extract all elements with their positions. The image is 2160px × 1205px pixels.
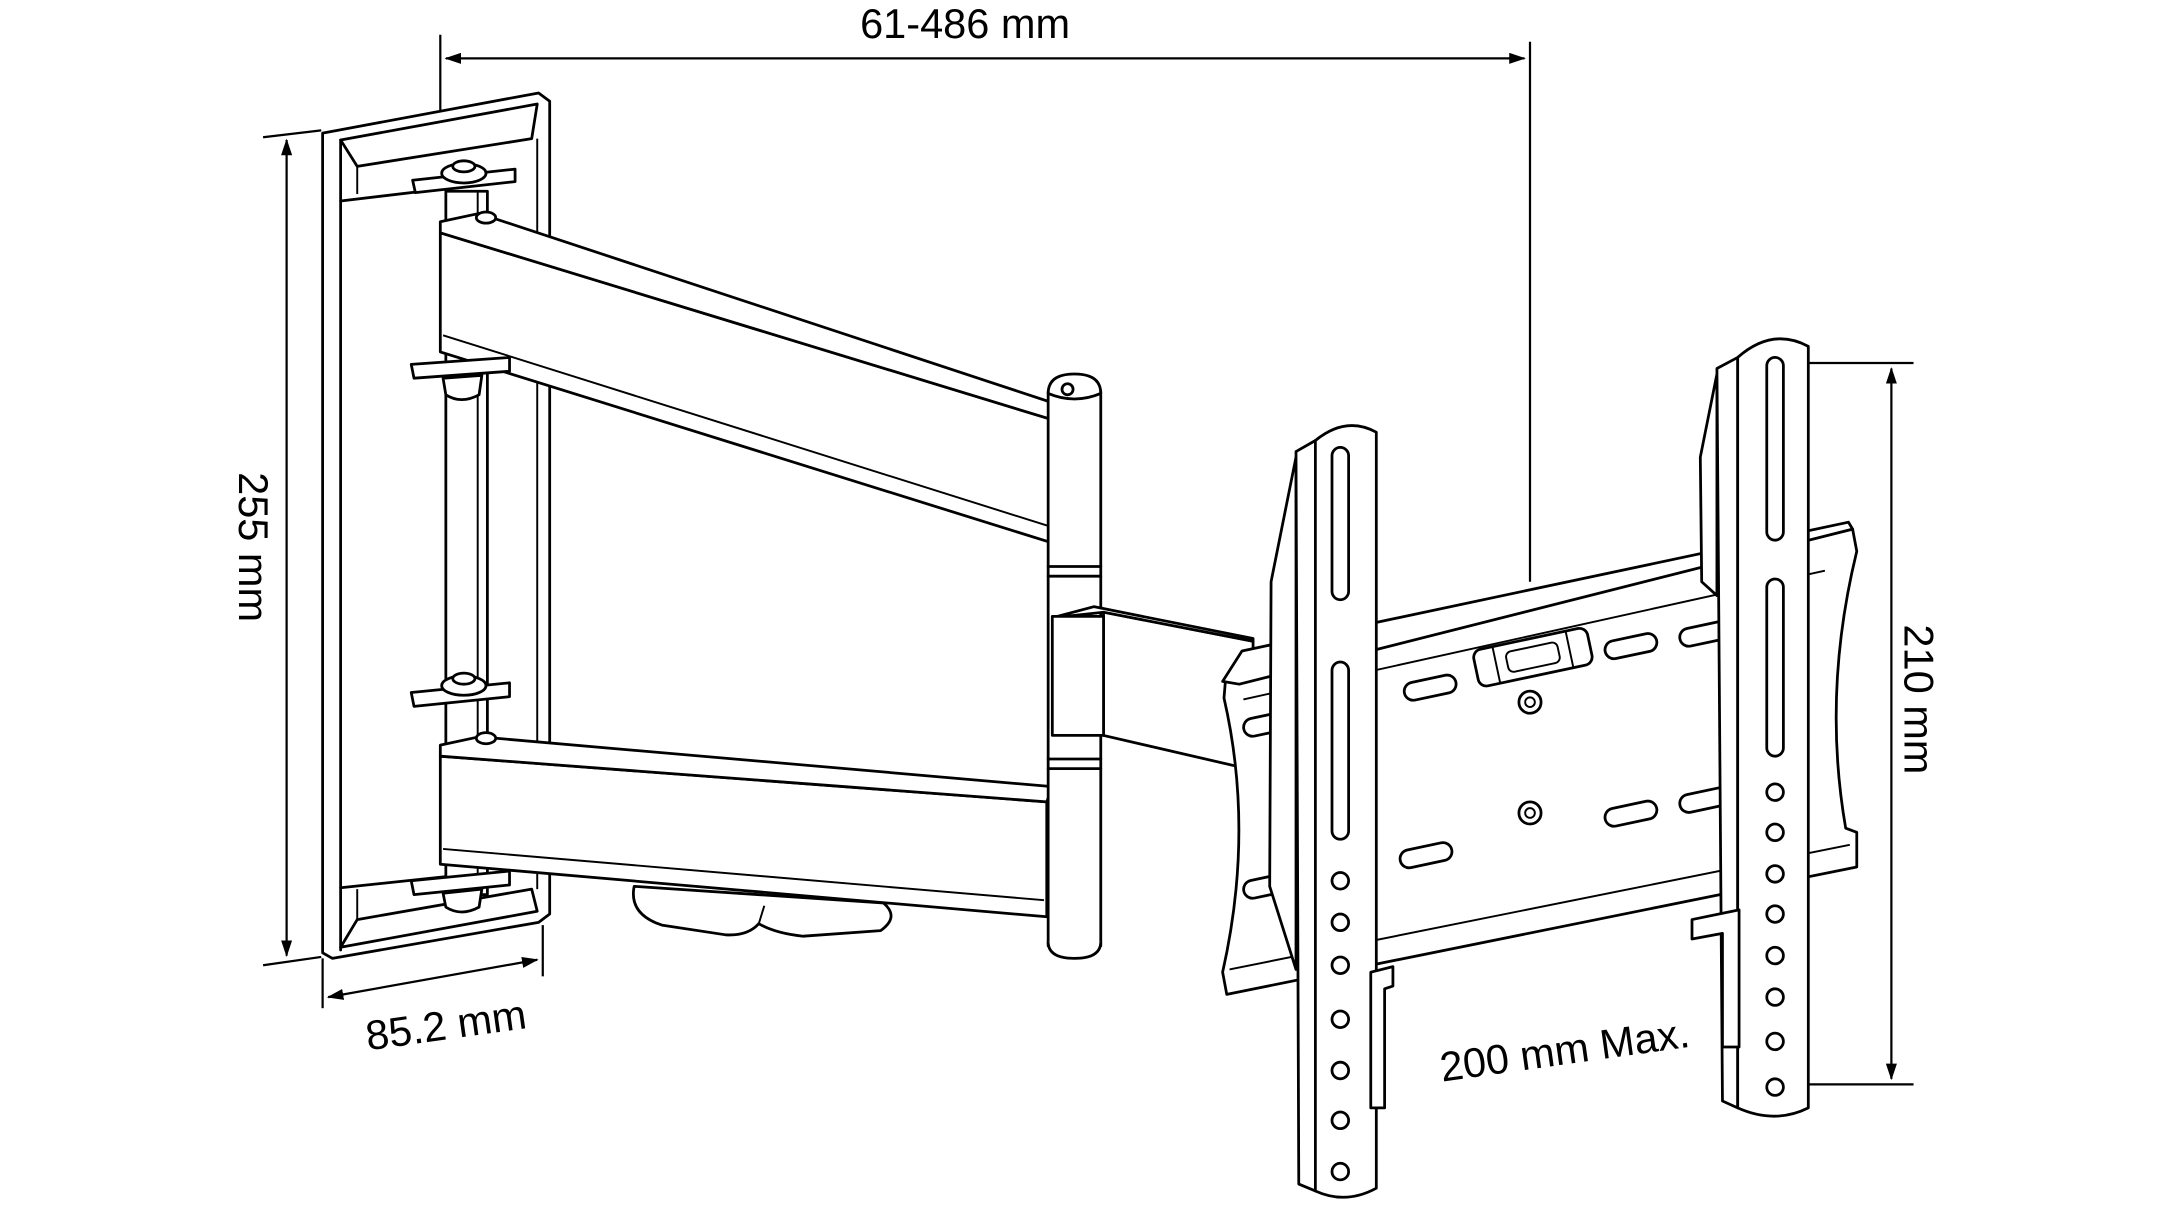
rail-side-flange <box>1268 455 1298 971</box>
screw-hole <box>1517 689 1543 715</box>
plate-slot <box>1603 799 1659 828</box>
extension-line-bottom <box>262 955 322 967</box>
front-arm-end-face <box>1050 614 1105 737</box>
dimension-label-left: 255 mm <box>230 472 277 622</box>
hex-nut-icon <box>441 374 484 402</box>
dimension-label-bottom-right: 200 mm Max. <box>1437 1009 1693 1091</box>
rail-side-flange <box>1698 372 1719 597</box>
lower-arm <box>438 731 1054 919</box>
pivot-bracket-lower-mid <box>409 671 511 708</box>
screw-hole <box>1517 800 1543 826</box>
plate-slot <box>1402 673 1458 702</box>
left-vertical-rail <box>1268 424 1378 1199</box>
rail-holes <box>1330 871 1350 1182</box>
level-adjuster <box>1472 626 1594 688</box>
rail-slot <box>1330 660 1350 841</box>
safety-lock-right <box>1690 908 1741 1049</box>
dimension-label-right: 210 mm <box>1896 624 1943 774</box>
wall-plate-bottom-cap <box>339 887 539 949</box>
safety-lock-left <box>1369 965 1395 1110</box>
wall-plate-top-cap <box>339 102 539 168</box>
tv-horizontal-plate <box>1221 520 1859 996</box>
dimension-label-top: 61-486 mm <box>860 0 1070 47</box>
rail-slot <box>1765 356 1785 542</box>
dimension-bottom-left <box>321 925 544 1009</box>
dimension-label-bottom-left: 85.2 mm <box>363 990 529 1059</box>
plate-top-flange <box>1221 520 1854 686</box>
upper-arm-knuckle <box>474 210 498 225</box>
extension-line-top <box>262 129 322 139</box>
plate-slot <box>1603 632 1659 661</box>
hex-nut-icon <box>441 887 484 914</box>
plate-slot <box>1398 841 1454 870</box>
right-vertical-rail <box>1698 337 1810 1118</box>
dimension-arrow <box>326 956 539 1000</box>
pivot-bracket-upper-mid <box>409 356 511 402</box>
plate-center-holes <box>1517 689 1543 826</box>
hinge-cap-bottom <box>1046 941 1103 960</box>
hinge-cap-top <box>1046 372 1103 401</box>
rail-slot <box>1765 577 1785 758</box>
lower-arm-knuckle <box>474 731 498 746</box>
rail-slot <box>1330 446 1350 602</box>
dimension-left <box>262 129 322 967</box>
pivot-bracket-top <box>411 159 517 195</box>
pivot-bracket-bottom <box>409 869 511 914</box>
front-arm <box>1050 605 1255 772</box>
rail-holes <box>1765 782 1785 1097</box>
